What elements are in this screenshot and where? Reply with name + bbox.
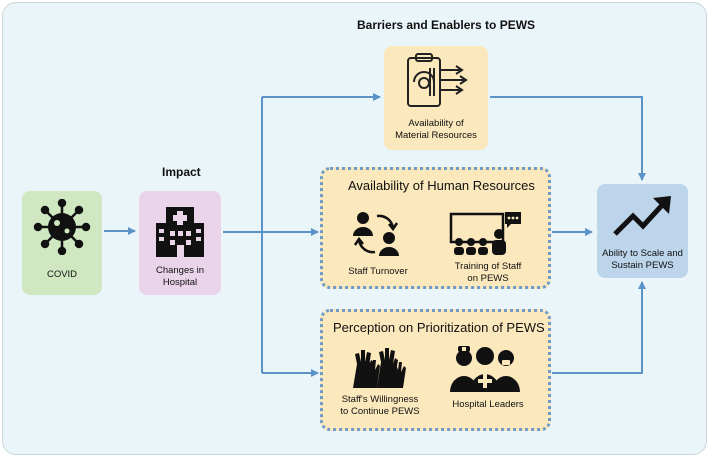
arrow-material-to-outcome	[490, 96, 646, 181]
training-label: Training of Staff on PEWS	[454, 261, 522, 284]
hospital-label: Changes in Hospital	[155, 265, 205, 288]
outcome-label: Ability to Scale and Sustain PEWS	[602, 248, 683, 271]
human-resources-title: Availability of Human Resources	[348, 178, 535, 193]
staff-turnover-icon	[353, 212, 399, 256]
impact-title: Impact	[162, 165, 201, 179]
virus-icon	[33, 199, 91, 255]
hospital-leaders-label: Hospital Leaders	[452, 399, 524, 410]
hospital-box: Changes in Hospital	[139, 191, 221, 295]
hospital-building-icon	[156, 207, 204, 257]
material-resources-label: Availability of Material Resources	[395, 118, 477, 141]
arrow-perception-to-outcome	[552, 281, 646, 374]
perception-title: Perception on Prioritization of PEWS	[333, 320, 545, 335]
raised-hands-icon	[353, 348, 406, 388]
training-presentation-icon	[449, 212, 521, 255]
barriers-title: Barriers and Enablers to PEWS	[357, 18, 536, 32]
material-resources-box: Availability of Material Resources	[384, 46, 488, 150]
covid-box: COVID	[22, 191, 102, 295]
outcome-box: Ability to Scale and Sustain PEWS	[597, 184, 688, 278]
clipboard-gear-icon	[407, 53, 468, 107]
trend-up-icon	[613, 196, 671, 236]
staff-turnover-label: Staff Turnover	[348, 266, 408, 277]
hospital-leaders-icon	[450, 346, 520, 392]
covid-label: COVID	[46, 269, 78, 280]
willingness-label: Staff's Willingness to Continue PEWS	[340, 394, 420, 417]
